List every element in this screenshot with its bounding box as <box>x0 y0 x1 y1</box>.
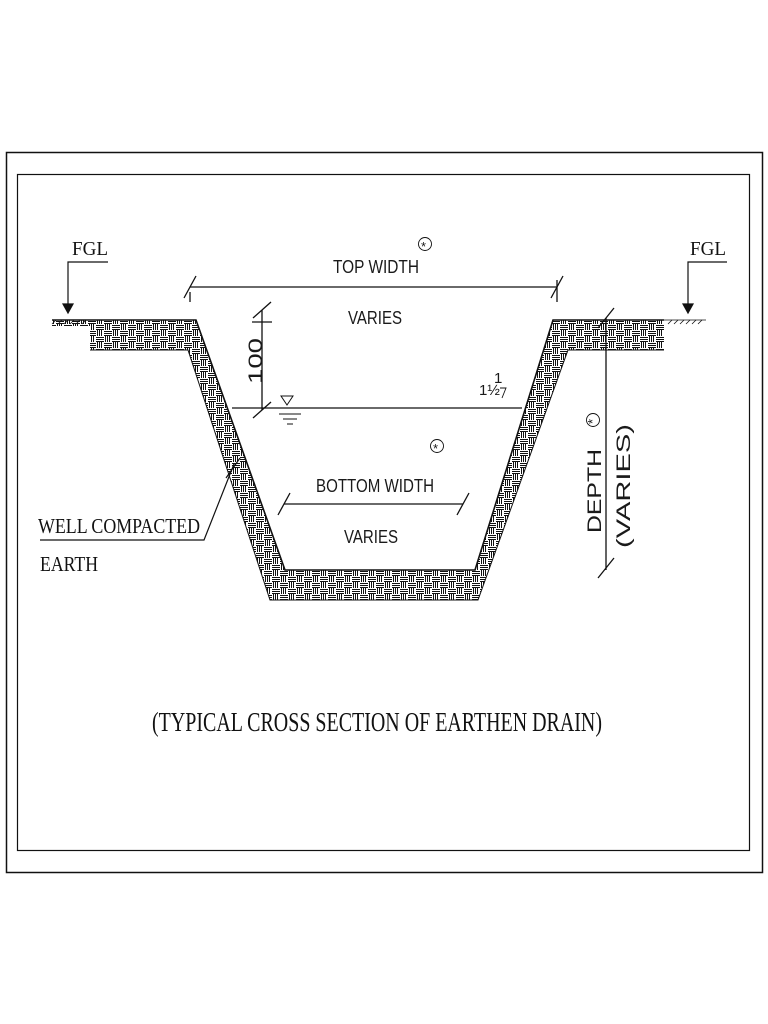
drain-inner-profile <box>52 319 664 571</box>
bottom-width-note-symbol: * <box>433 441 438 456</box>
bottom-width-label: BOTTOM WIDTH <box>316 476 434 496</box>
note-circle-asterisk-icon <box>430 439 444 453</box>
top-width-label: TOP WIDTH <box>333 257 419 277</box>
drain-outer-profile <box>90 349 664 601</box>
compacted-earth-section <box>52 320 664 600</box>
inner-frame <box>16 173 751 852</box>
note-circle-asterisk-icon <box>418 237 432 251</box>
fgl-left-label: FGL <box>72 238 108 260</box>
note-circle-asterisk-icon <box>586 413 600 427</box>
fgl-right-marker <box>681 261 727 315</box>
material-label-line2: EARTH <box>40 552 98 576</box>
top-width-note-symbol: * <box>421 239 426 254</box>
ground-level-triangle-icon <box>681 303 695 315</box>
slope-run-label: 1½ <box>479 382 500 399</box>
depth-varies: (VARIES) <box>614 424 635 548</box>
top-width-varies: VARIES <box>348 308 402 328</box>
fgl-left-marker <box>61 261 108 315</box>
depth-note-symbol: * <box>585 419 600 424</box>
material-label-line1: WELL COMPACTED <box>38 514 200 538</box>
slope-rise-label: 1 <box>494 370 502 387</box>
top-width-dimension <box>183 275 564 302</box>
material-leader <box>40 457 241 541</box>
ground-hatch-left <box>51 319 90 325</box>
fgl-right-label: FGL <box>690 238 726 260</box>
depth-label: DEPTH <box>585 449 606 533</box>
freeboard-dimension <box>252 301 272 419</box>
ground-hatch-right <box>664 319 706 325</box>
depth-dimension <box>597 307 615 579</box>
freeboard-label: 100 <box>246 338 267 384</box>
slope-triangle <box>500 387 507 399</box>
outer-frame <box>5 151 764 874</box>
bottom-width-dimension <box>277 492 470 516</box>
water-level-symbol-icon <box>279 395 301 425</box>
bottom-width-varies: VARIES <box>344 527 398 547</box>
ground-level-triangle-icon <box>61 303 75 315</box>
drawing-title: (TYPICAL CROSS SECTION OF EARTHEN DRAIN) <box>152 707 602 737</box>
